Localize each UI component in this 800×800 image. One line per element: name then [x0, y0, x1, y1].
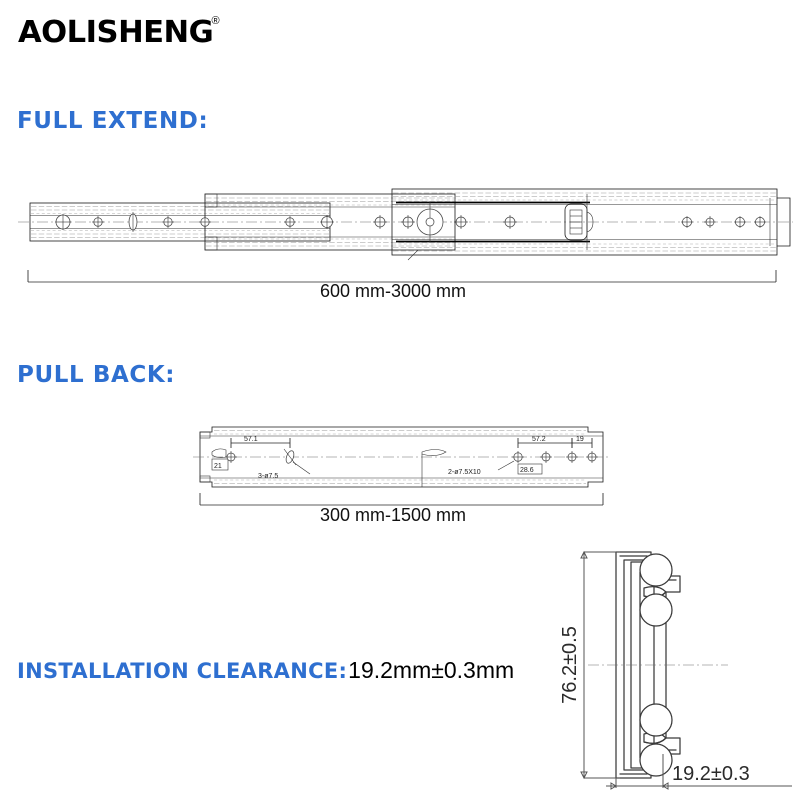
section-heading-full-extend: FULL EXTEND: — [17, 108, 209, 134]
width-dimension: 19.2±0.3 — [606, 754, 792, 790]
installation-clearance-line: INSTALLATION CLEARANCE: 19.2mm±0.3mm — [17, 657, 514, 684]
left-hole-group: 57.1 3-ø7.5 — [225, 436, 311, 480]
middle-tab-feature — [421, 449, 447, 487]
callout-left-hole-pitch: 57.1 — [244, 436, 258, 443]
callout-left-hole-spec: 3-ø7.5 — [258, 473, 278, 480]
pull-back-dimension-caption: 300 mm-1500 mm — [320, 505, 467, 525]
full-extend-technical-drawing — [18, 188, 793, 261]
leader-line — [407, 249, 419, 261]
section-heading-pull-back: PULL BACK: — [17, 362, 176, 388]
full-extend-dimension-caption: 600 mm-3000 mm — [320, 281, 467, 301]
outer-rail-right — [391, 188, 791, 256]
callout-right-hole-spec: 2-ø7.5X10 — [448, 469, 481, 476]
release-latch-mechanism — [564, 194, 594, 250]
mounting-holes-middle — [320, 202, 517, 242]
ball-bearings — [639, 553, 673, 777]
callout-right-edge-offset: 19 — [576, 436, 584, 443]
installation-clearance-value: 19.2mm±0.3mm — [348, 657, 515, 683]
pull-back-dimension-bracket — [199, 493, 604, 506]
cross-section-height-value: 76.2±0.5 — [559, 626, 581, 704]
cross-section-technical-drawing: 76.2±0.5 19.2±0.3 — [559, 550, 792, 790]
registered-trademark-icon: ® — [211, 15, 220, 27]
brand-logo: AOLISHENG ® — [18, 15, 220, 50]
inner-rail-left — [29, 202, 331, 242]
right-hole-group: 2-ø7.5X10 28.6 57.2 19 — [448, 436, 598, 476]
callout-edge-offset: 21 — [214, 463, 222, 470]
mounting-holes-left — [55, 212, 296, 232]
left-end-feature: 21 — [211, 448, 229, 471]
pull-back-rail-body — [199, 426, 604, 488]
installation-clearance-label: INSTALLATION CLEARANCE: — [17, 659, 348, 683]
brand-name: AOLISHENG — [18, 15, 214, 50]
full-extend-dimension-bracket — [27, 270, 777, 283]
height-dimension: 76.2±0.5 — [559, 550, 620, 780]
callout-right-slot-length: 28.6 — [520, 467, 534, 474]
mounting-holes-right — [681, 216, 766, 228]
callout-right-hole-pitch: 57.2 — [532, 436, 546, 443]
pull-back-technical-drawing: 21 57.1 3-ø7.5 — [193, 426, 610, 488]
cross-section-width-value: 19.2±0.3 — [672, 763, 750, 785]
